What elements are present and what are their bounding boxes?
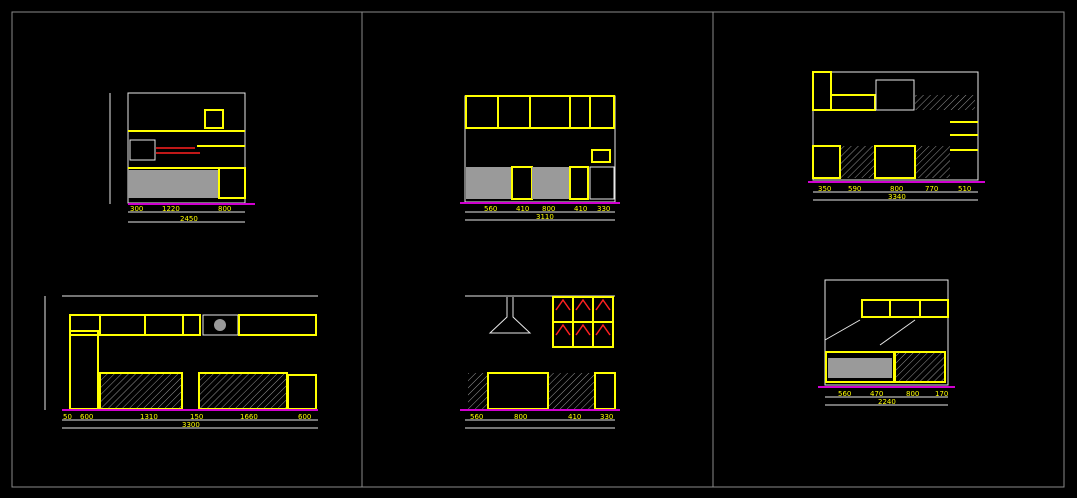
dimension-total: 2450 xyxy=(180,215,198,223)
kitchen-elevation-4: 560 800 410 330 xyxy=(460,295,620,429)
dimension-total: 2240 xyxy=(878,398,896,406)
dimension-total: 3340 xyxy=(888,193,906,201)
dimension-label: 170 xyxy=(935,390,948,398)
kitchen-elevation-1: 300 1220 800 2450 xyxy=(109,92,255,223)
dimension-label: 330 xyxy=(597,205,610,213)
kitchen-elevation-3: 560 410 800 410 330 3110 xyxy=(460,95,620,221)
dimension-label: 350 xyxy=(818,185,831,193)
dimension-label: 1660 xyxy=(240,413,258,421)
dimension-label: 1220 xyxy=(162,205,180,213)
dimension-label: 510 xyxy=(958,185,971,193)
dimension-label: 410 xyxy=(574,205,587,213)
dimension-label: 410 xyxy=(516,205,529,213)
sheet-border xyxy=(11,11,1065,488)
dimension-label: 800 xyxy=(218,205,231,213)
kitchen-elevation-6: 560 470 800 170 2240 xyxy=(818,279,955,406)
dimension-label: 1310 xyxy=(140,413,158,421)
dimension-label: 50 xyxy=(63,413,72,421)
dimension-label: 470 xyxy=(870,390,883,398)
dimension-label: 150 xyxy=(190,413,203,421)
dimension-label: 410 xyxy=(568,413,581,421)
dimension-label: 330 xyxy=(600,413,613,421)
dimension-label: 560 xyxy=(838,390,851,398)
dimension-label: 800 xyxy=(906,390,919,398)
dimension-label: 300 xyxy=(130,205,143,213)
dimension-label: 560 xyxy=(470,413,483,421)
dimension-label: 770 xyxy=(925,185,938,193)
dimension-label: 590 xyxy=(848,185,861,193)
dimension-label: 560 xyxy=(484,205,497,213)
dimension-label: 800 xyxy=(542,205,555,213)
dimension-label: 600 xyxy=(298,413,311,421)
dimension-label: 800 xyxy=(890,185,903,193)
kitchen-elevation-5: 350 590 800 770 510 3340 xyxy=(808,71,985,201)
dimension-total: 3110 xyxy=(536,213,554,221)
dimension-total: 3300 xyxy=(182,421,200,429)
dimension-label: 800 xyxy=(514,413,527,421)
kitchen-elevation-2: 50 600 1310 150 1660 600 3300 xyxy=(44,295,318,429)
dimension-label: 600 xyxy=(80,413,93,421)
